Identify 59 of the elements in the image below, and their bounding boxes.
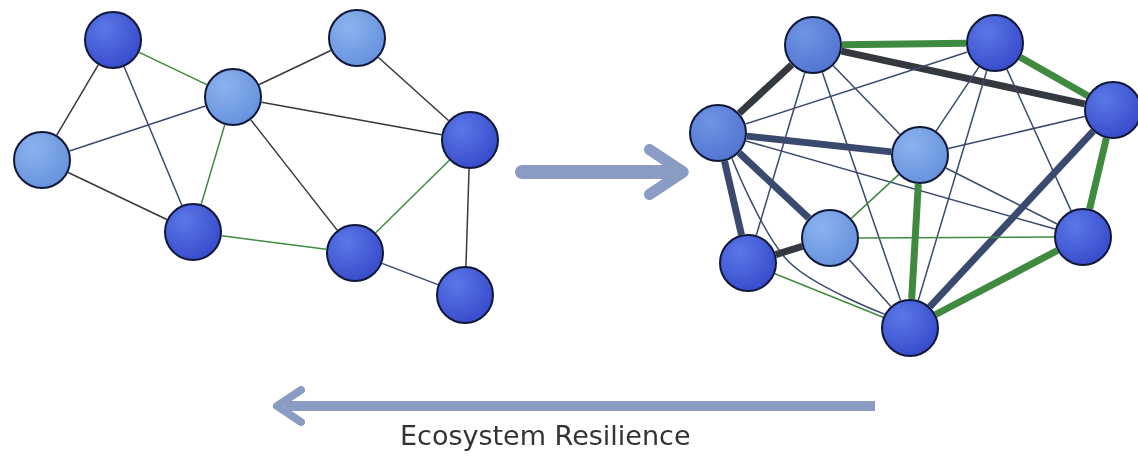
network-link	[731, 157, 886, 315]
network-link	[832, 65, 901, 135]
network-node	[1054, 208, 1112, 266]
network-node	[164, 203, 222, 261]
network-link	[258, 49, 332, 86]
network-node	[328, 9, 386, 67]
network-node	[326, 224, 384, 282]
network-node	[204, 68, 262, 126]
network-link	[123, 66, 183, 206]
network-node	[84, 11, 142, 69]
network-link	[1006, 68, 1072, 212]
network-link	[841, 39, 967, 49]
caption-text: Ecosystem Resilience	[400, 420, 691, 451]
network-link	[381, 262, 439, 286]
network-link	[821, 71, 902, 302]
network-node	[436, 266, 494, 324]
network-link	[908, 183, 922, 300]
network-node	[689, 104, 747, 162]
network-link	[1086, 137, 1110, 210]
network-link	[67, 171, 168, 221]
network-link	[250, 119, 338, 231]
network-node	[801, 209, 859, 267]
network-node	[719, 234, 777, 292]
network-link	[221, 235, 327, 250]
network-node	[784, 16, 842, 74]
network-link	[744, 51, 969, 125]
network-link	[934, 247, 1059, 318]
network-link	[746, 132, 892, 156]
network-node	[881, 299, 939, 357]
network-node	[891, 126, 949, 184]
network-node	[1084, 81, 1138, 139]
network-link	[374, 159, 451, 234]
network-link	[945, 167, 1058, 225]
network-node	[441, 111, 499, 169]
network-node	[966, 14, 1024, 72]
network-link	[138, 51, 208, 86]
network-link	[840, 47, 1086, 108]
network-link	[200, 124, 226, 205]
network-link	[736, 62, 795, 116]
network-link	[774, 273, 884, 318]
network-link	[947, 115, 1086, 150]
network-link	[377, 56, 450, 122]
network-link	[927, 128, 1096, 310]
network-link	[56, 64, 99, 136]
network-link	[1018, 54, 1090, 99]
network-link	[745, 140, 1056, 230]
network-link	[848, 258, 892, 308]
network-link	[736, 150, 812, 221]
network-link	[774, 243, 804, 258]
network-link	[260, 101, 443, 136]
network-link	[465, 168, 470, 267]
network-link	[721, 160, 745, 236]
network-link	[850, 173, 900, 220]
network-link	[935, 66, 980, 132]
network-link	[68, 105, 207, 152]
network-link	[755, 72, 806, 236]
network-link	[917, 70, 988, 301]
network-node	[13, 131, 71, 189]
network-link	[858, 236, 1055, 239]
